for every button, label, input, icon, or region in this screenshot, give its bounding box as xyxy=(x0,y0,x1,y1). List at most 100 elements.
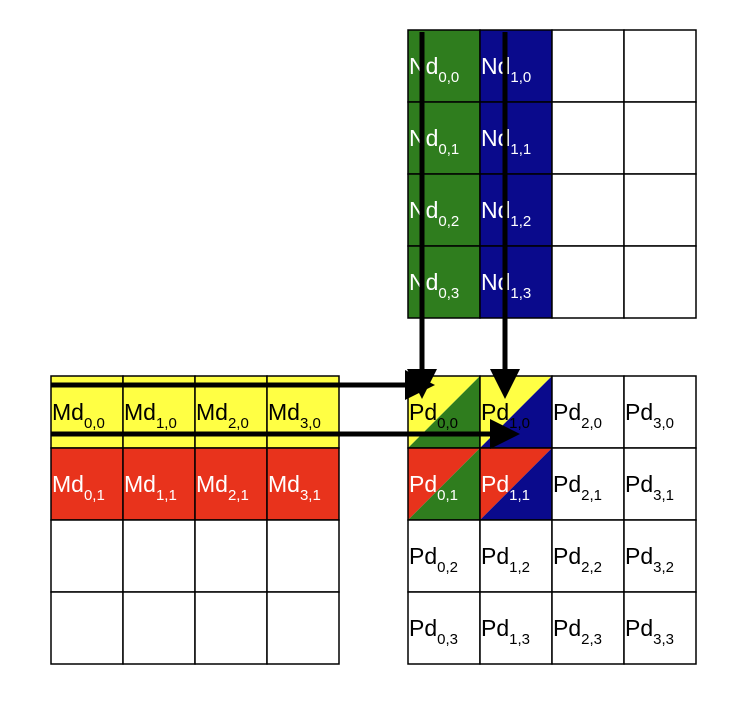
cell-label-subscript: 2,1 xyxy=(581,487,602,504)
cell-background xyxy=(623,29,697,103)
nd_matrix-cell: Nd1,3 xyxy=(479,245,553,319)
cell-label-base: Pd xyxy=(481,399,509,425)
cell-label: Md0,1 xyxy=(52,471,105,504)
cell-background xyxy=(194,447,268,521)
cell-background xyxy=(266,591,340,665)
md_matrix-cell xyxy=(194,591,268,665)
cell-background xyxy=(122,519,196,593)
cell-label-base: Pd xyxy=(409,471,437,497)
cell-label: Pd0,3 xyxy=(409,615,458,648)
cell-label: Md1,1 xyxy=(124,471,177,504)
cell-label: Pd1,2 xyxy=(481,543,530,576)
cell-label: Md2,0 xyxy=(196,399,249,432)
cell-background xyxy=(479,173,553,247)
cell-label-subscript: 3,1 xyxy=(653,487,674,504)
pd_matrix-cell: Pd1,2 xyxy=(479,519,553,593)
pd_matrix-cell: Pd3,0 xyxy=(623,375,697,449)
nd_matrix-cell xyxy=(551,173,625,247)
cell-label: Pd3,3 xyxy=(625,615,674,648)
cell-label-subscript: 0,1 xyxy=(84,487,105,504)
nd_matrix-cell: Nd0,0 xyxy=(407,29,481,103)
cell-label-base: Md xyxy=(124,471,156,497)
cell-label-base: Md xyxy=(268,471,300,497)
cell-label-subscript: 0,2 xyxy=(438,213,459,230)
cell-background xyxy=(551,447,625,521)
cell-background xyxy=(551,519,625,593)
cell-background xyxy=(50,519,124,593)
cell-label-subscript: 0,2 xyxy=(437,559,458,576)
cell-label-subscript: 2,2 xyxy=(581,559,602,576)
nd_matrix-cell: Nd1,1 xyxy=(479,101,553,175)
cell-label-base: Pd xyxy=(625,471,653,497)
cell-background xyxy=(623,245,697,319)
cell-label-base: Pd xyxy=(553,399,581,425)
cell-label-subscript: 1,0 xyxy=(510,69,531,86)
cell-label-subscript: 3,2 xyxy=(653,559,674,576)
cell-label: Pd2,0 xyxy=(553,399,602,432)
cell-label: Md2,1 xyxy=(196,471,249,504)
nd_matrix-cell: Nd0,3 xyxy=(407,245,481,319)
cell-label-base: Md xyxy=(196,471,228,497)
pd_matrix-cell: Pd2,1 xyxy=(551,447,625,521)
cell-background xyxy=(407,591,481,665)
cell-background xyxy=(50,447,124,521)
cell-label: Pd3,0 xyxy=(625,399,674,432)
cell-background xyxy=(479,591,553,665)
nd_matrix-cell xyxy=(623,173,697,247)
cell-label: Pd1,3 xyxy=(481,615,530,648)
cell-label-subscript: 0,0 xyxy=(437,415,458,432)
pd_matrix-cell: Pd2,2 xyxy=(551,519,625,593)
cell-label-subscript: 1,1 xyxy=(510,141,531,158)
nd_matrix-cell xyxy=(551,101,625,175)
md_matrix-cell: Md3,1 xyxy=(266,447,340,521)
cell-label-subscript: 3,3 xyxy=(653,631,674,648)
pd_matrix-cell: Pd2,0 xyxy=(551,375,625,449)
md_matrix-cell: Md1,1 xyxy=(122,447,196,521)
pd_matrix-cell: Pd0,2 xyxy=(407,519,481,593)
md_matrix-cell xyxy=(266,591,340,665)
cell-label-subscript: 0,1 xyxy=(438,141,459,158)
cell-label-base: Pd xyxy=(625,399,653,425)
cell-label-subscript: 0,1 xyxy=(437,487,458,504)
md_matrix-cell: Md2,1 xyxy=(194,447,268,521)
nd_matrix-cell: Nd1,2 xyxy=(479,173,553,247)
cell-label: Pd2,1 xyxy=(553,471,602,504)
pd_matrix-cell: Pd3,1 xyxy=(623,447,697,521)
cell-label: Pd0,2 xyxy=(409,543,458,576)
cell-background xyxy=(194,591,268,665)
cell-background xyxy=(122,447,196,521)
cell-label-subscript: 3,0 xyxy=(300,415,321,432)
cell-background xyxy=(266,447,340,521)
cell-label-base: Pd xyxy=(553,615,581,641)
column-color-triangle xyxy=(480,448,552,520)
cell-label-subscript: 0,3 xyxy=(437,631,458,648)
cell-background xyxy=(50,591,124,665)
nd_matrix-cell: Nd1,0 xyxy=(479,29,553,103)
cell-label-subscript: 1,1 xyxy=(156,487,177,504)
cell-label-subscript: 1,1 xyxy=(509,487,530,504)
nd_matrix-cell xyxy=(623,101,697,175)
pd_matrix-cell: Pd0,1 xyxy=(407,447,481,521)
pd_matrix-cell: Pd3,2 xyxy=(623,519,697,593)
cell-label-base: Md xyxy=(268,399,300,425)
cell-background xyxy=(623,591,697,665)
cell-label-base: Md xyxy=(124,399,156,425)
cell-label: Pd0,1 xyxy=(409,471,458,504)
cell-label: Pd3,1 xyxy=(625,471,674,504)
cell-background xyxy=(407,519,481,593)
cell-label-subscript: 0,0 xyxy=(84,415,105,432)
cell-label: Md1,0 xyxy=(124,399,177,432)
cell-background xyxy=(623,375,697,449)
cell-background xyxy=(479,245,553,319)
md_matrix-cell xyxy=(122,519,196,593)
cell-label-subscript: 2,1 xyxy=(228,487,249,504)
cell-label-subscript: 1,3 xyxy=(510,285,531,302)
md_matrix-cell xyxy=(266,519,340,593)
cell-background xyxy=(623,101,697,175)
cell-label-subscript: 2,3 xyxy=(581,631,602,648)
pd_matrix-cell: Pd1,3 xyxy=(479,591,553,665)
cell-label-subscript: 2,0 xyxy=(228,415,249,432)
cell-label: Pd2,3 xyxy=(553,615,602,648)
